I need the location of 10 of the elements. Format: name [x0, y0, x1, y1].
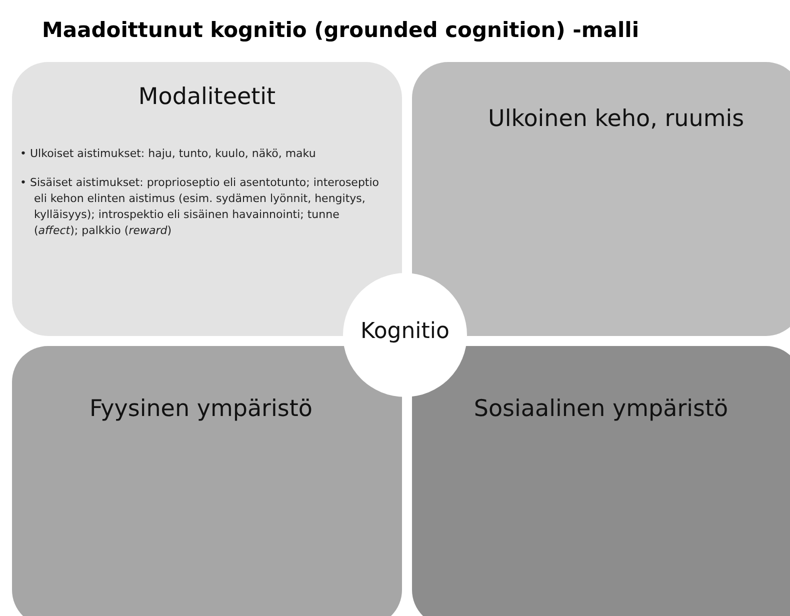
panel-heading: Fyysinen ympäristö: [88, 396, 314, 422]
panel-heading: Sosiaalinen ympäristö: [472, 396, 730, 422]
panel-heading: Ulkoinen keho, ruumis: [488, 106, 744, 132]
circle-label: Kognitio: [359, 319, 450, 344]
bullet-item: • Sisäiset aistimukset: proprioseptio eli asentotunto; interoseptio eli kehon elinten aistimus (esim. sydämen lyönnit, hengitys, kylläisyys); introspektio eli sisäinen havainnointi; tunne (affect); palkkio (reward): [20, 175, 380, 239]
panel-heading: Modaliteetit: [137, 84, 277, 110]
bullet-item: • Ulkoiset aistimukset: haju, tunto, kuulo, näkö, maku: [20, 146, 317, 162]
quadrant-panel: [12, 346, 402, 616]
quadrant-panel: [412, 346, 790, 616]
title: Maadoittunut kognitio (grounded cognition) -malli: [42, 18, 640, 42]
